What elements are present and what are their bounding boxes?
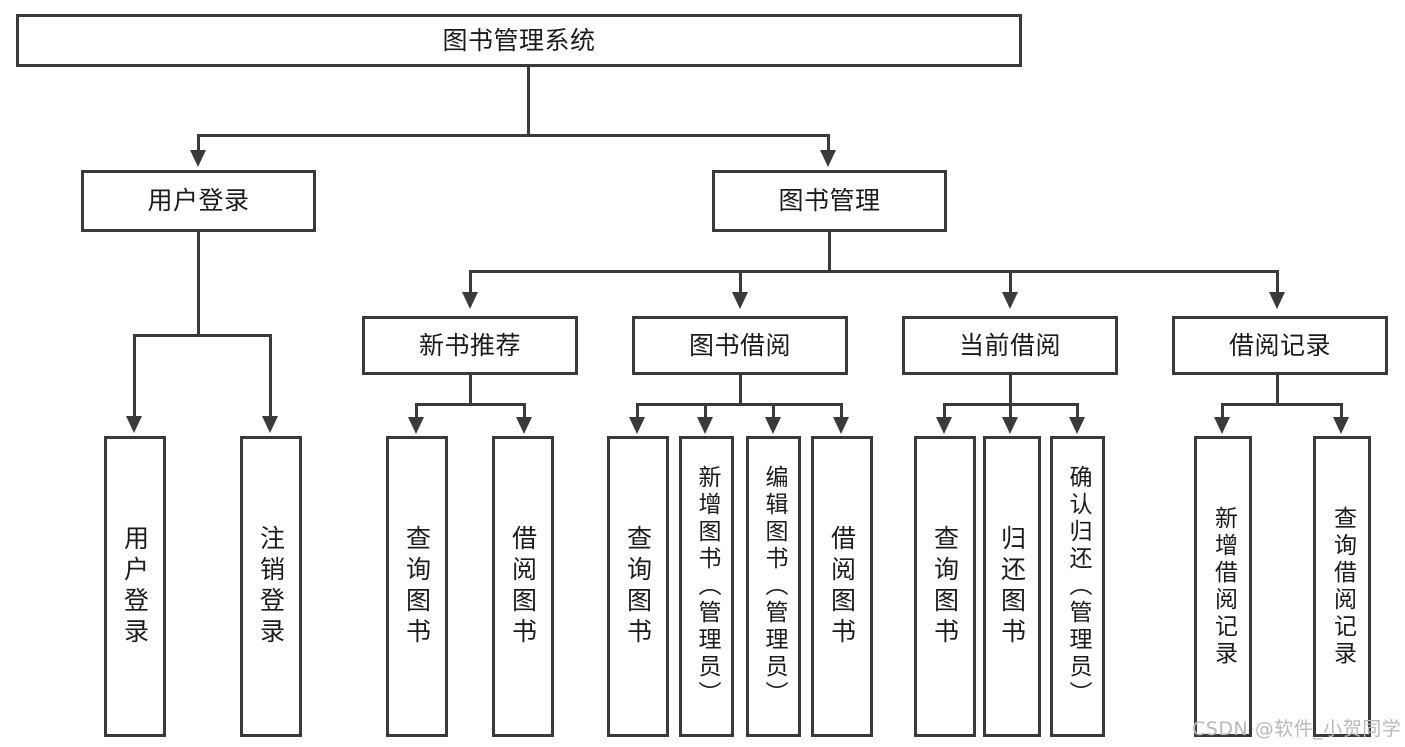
arrowhead-book-borrow [732, 292, 748, 309]
node-label: 用户登录 [120, 524, 150, 649]
node-label: 新增图书（管理员） [694, 465, 720, 708]
connector-root-to-user-login [197, 134, 200, 152]
connector-root-to-book-mgmt [827, 134, 830, 152]
arrowhead-bb-add-book [697, 417, 713, 434]
connector-br-leaf-2 [1340, 403, 1343, 419]
connector-bm-to-borrow-record [1276, 270, 1279, 294]
arrowhead-current-borrow [1002, 292, 1018, 309]
watermark-text: CSDN @软件_小贺同学 [1192, 718, 1402, 740]
connector-bb-stem [739, 375, 742, 405]
connector-user-login-stem [197, 232, 200, 336]
connector-bm-to-current-borrow [1009, 270, 1012, 294]
leaf-logout[interactable]: 注销登录 [240, 436, 302, 737]
node-label: 用户登录 [147, 186, 250, 215]
connector-root-stem [527, 67, 530, 134]
arrowhead-nbr-query-book [408, 417, 424, 434]
node-label: 查询借阅记录 [1329, 505, 1356, 668]
node-label: 查询图书 [930, 524, 960, 649]
arrowhead-bb-query-book [629, 417, 645, 434]
node-label: 归还图书 [997, 524, 1027, 649]
arrowhead-borrow-record [1269, 292, 1285, 309]
node-label: 新增借阅记录 [1210, 505, 1237, 668]
arrowhead-leaf-logout [262, 416, 278, 433]
node-label: 图书管理 [778, 186, 881, 215]
leaf-cb-query-book[interactable]: 查询图书 [914, 436, 976, 737]
connector-bb-leaf-4 [840, 403, 843, 419]
arrowhead-br-add-record [1214, 417, 1230, 434]
arrowhead-nbr-borrow-book [516, 417, 532, 434]
leaf-nbr-query-book[interactable]: 查询图书 [386, 436, 448, 737]
node-new-book-recommend[interactable]: 新书推荐 [362, 316, 578, 375]
node-label: 新书推荐 [418, 330, 521, 360]
leaf-cb-return-book[interactable]: 归还图书 [983, 436, 1041, 737]
leaf-bb-edit-book-admin[interactable]: 编辑图书（管理员） [746, 436, 801, 737]
arrowhead-cb-return-book [1002, 417, 1018, 434]
connector-user-login-leaf-2 [269, 334, 272, 418]
node-root-system[interactable]: 图书管理系统 [16, 14, 1022, 67]
leaf-bb-query-book[interactable]: 查询图书 [607, 436, 669, 737]
arrowhead-leaf-user-login [126, 416, 142, 433]
arrowhead-bb-edit-book [765, 417, 781, 434]
connector-cb-leaf-1 [943, 403, 946, 419]
node-label: 图书管理系统 [442, 25, 596, 55]
node-book-management[interactable]: 图书管理 [712, 170, 947, 232]
connector-br-bar [1221, 403, 1343, 406]
node-label: 查询图书 [402, 524, 432, 649]
node-label: 借阅记录 [1228, 330, 1331, 360]
arrowhead-bb-borrow-book [833, 417, 849, 434]
leaf-br-query-borrow-record[interactable]: 查询借阅记录 [1313, 436, 1371, 737]
arrowhead-br-query-record [1333, 417, 1349, 434]
connector-nbr-leaf-2 [523, 403, 526, 419]
node-label: 图书借阅 [688, 330, 791, 360]
connector-bb-leaf-2 [704, 403, 707, 419]
leaf-nbr-borrow-book[interactable]: 借阅图书 [492, 436, 554, 737]
node-borrow-record[interactable]: 借阅记录 [1172, 316, 1388, 375]
connector-bm-to-book-borrow [739, 270, 742, 294]
node-label: 借阅图书 [508, 524, 538, 649]
node-label: 借阅图书 [827, 524, 857, 649]
connector-root-bar [197, 134, 830, 137]
node-book-borrow[interactable]: 图书借阅 [632, 316, 848, 375]
connector-bb-bar [636, 403, 843, 406]
arrowhead-user-login [190, 150, 206, 167]
arrowhead-book-mgmt [820, 150, 836, 167]
connector-nbr-leaf-1 [415, 403, 418, 419]
connector-user-login-bar [133, 334, 272, 337]
connector-bb-leaf-3 [772, 403, 775, 419]
connector-cb-leaf-2 [1009, 403, 1012, 419]
leaf-user-login[interactable]: 用户登录 [104, 436, 166, 737]
node-label: 查询图书 [623, 524, 653, 649]
connector-br-stem [1276, 375, 1279, 405]
arrowhead-cb-query-book [936, 417, 952, 434]
arrowhead-cb-confirm-return [1069, 417, 1085, 434]
leaf-cb-confirm-return-admin[interactable]: 确认归还（管理员） [1050, 436, 1105, 737]
leaf-bb-add-book-admin[interactable]: 新增图书（管理员） [679, 436, 734, 737]
connector-user-login-leaf-1 [133, 334, 136, 418]
connector-book-mgmt-stem [828, 232, 831, 272]
arrowhead-new-book-recommend [462, 292, 478, 309]
node-user-login[interactable]: 用户登录 [81, 170, 316, 232]
node-current-borrow[interactable]: 当前借阅 [902, 316, 1118, 375]
leaf-br-add-borrow-record[interactable]: 新增借阅记录 [1194, 436, 1252, 737]
node-label: 注销登录 [256, 524, 286, 649]
connector-cb-stem [1009, 375, 1012, 405]
connector-cb-leaf-3 [1076, 403, 1079, 419]
connector-bm-to-new-book [469, 270, 472, 294]
leaf-bb-borrow-book[interactable]: 借阅图书 [811, 436, 873, 737]
connector-bb-leaf-1 [636, 403, 639, 419]
connector-book-mgmt-bar [469, 270, 1279, 273]
connector-br-leaf-1 [1221, 403, 1224, 419]
node-label: 编辑图书（管理员） [761, 465, 787, 708]
connector-nbr-stem [469, 375, 472, 405]
node-label: 确认归还（管理员） [1065, 465, 1091, 708]
node-label: 当前借阅 [958, 330, 1061, 360]
connector-nbr-bar [415, 403, 526, 406]
